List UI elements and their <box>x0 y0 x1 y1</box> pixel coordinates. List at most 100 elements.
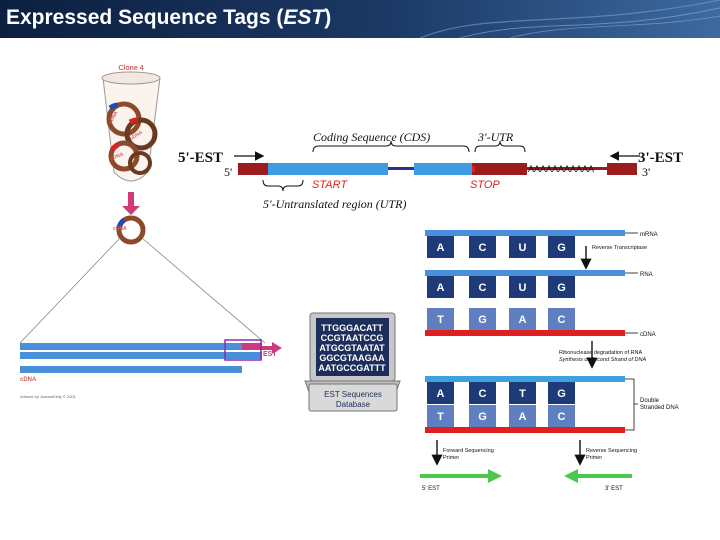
base-letter: G <box>557 388 566 400</box>
rev-primer-label-1: Reverse Sequencing <box>586 448 637 454</box>
base-tile <box>548 382 575 404</box>
left-pink-segment <box>242 343 262 350</box>
transcript-diagram <box>238 163 637 175</box>
base-letter: T <box>519 388 526 400</box>
base-letter: U <box>519 282 527 294</box>
base-tile <box>509 276 536 298</box>
base-tile <box>469 308 496 330</box>
base-tile <box>509 308 536 330</box>
single-cdna-insert <box>116 217 126 229</box>
cdna-label: cDNA <box>640 332 656 338</box>
utr3-brace <box>474 140 526 153</box>
left-cdna-bar <box>20 366 242 373</box>
right-est3-label: 3' EST <box>605 486 623 492</box>
est-highlight-box <box>224 339 262 361</box>
est5-primer-bar <box>420 474 488 478</box>
est-database <box>304 312 401 412</box>
base-letter: A <box>519 411 527 423</box>
db-seq-5: AATGCCGATTT <box>318 363 386 373</box>
mrna-strand <box>425 230 625 236</box>
start-label: START <box>312 179 348 191</box>
fwd-primer-label-1: Forward Sequencing <box>443 448 494 454</box>
base-tile <box>548 308 575 330</box>
utr3-label: 3'-UTR <box>477 130 514 144</box>
dsdna-label-2: Stranded DNA <box>640 405 679 411</box>
est3-primer-bar <box>578 474 632 478</box>
tube-arrow-shaft <box>128 192 134 206</box>
header-decoration <box>419 0 720 38</box>
base-tile <box>548 236 575 258</box>
db-label-1: EST Sequences <box>324 390 382 399</box>
db-seq-1: TTGGGACATT <box>321 323 383 333</box>
base-letter: C <box>479 242 487 254</box>
base-letter: A <box>437 282 445 294</box>
base-tile <box>548 276 575 298</box>
tube-cdna-label-3: cDNA <box>110 151 125 161</box>
left-blue-bar <box>20 343 242 350</box>
base-tile <box>469 276 496 298</box>
base-letter: C <box>558 314 566 326</box>
base-tile <box>509 405 536 427</box>
left-est-label: EST <box>263 351 277 358</box>
cds-label: Coding Sequence (CDS) <box>313 130 430 144</box>
base-letter: G <box>557 242 566 254</box>
db-label-2: Database <box>336 400 371 409</box>
base-letter: A <box>519 314 527 326</box>
base-tile <box>427 276 454 298</box>
base-letter: T <box>437 411 444 423</box>
cdna-strand <box>425 330 625 336</box>
rnase-label-1: Ribonuclease degradation of RNA <box>559 350 642 356</box>
dsdna-bracket <box>625 378 638 431</box>
left-cdna-label: cDNA <box>20 377 37 383</box>
base-tile <box>427 308 454 330</box>
base-tile <box>548 405 575 427</box>
base-letter: C <box>479 282 487 294</box>
zoom-line-right <box>141 237 266 344</box>
base-letter: C <box>479 388 487 400</box>
polya-label: AAAAAAAAAAA <box>528 164 594 174</box>
base-tile <box>509 236 536 258</box>
mrna-label: mRNA <box>640 232 658 238</box>
est3-primer-head <box>564 469 578 483</box>
clone-tube <box>101 71 161 182</box>
base-tile <box>427 405 454 427</box>
dsdna-bottom-strand <box>425 427 625 433</box>
base-letter: A <box>437 242 445 254</box>
base-letter: U <box>519 242 527 254</box>
base-letter: G <box>478 411 487 423</box>
clone-label: Clone 4 <box>118 65 143 72</box>
fwd-primer-label-2: Primer <box>443 455 459 461</box>
base-tile <box>469 236 496 258</box>
dsdna-top-strand <box>425 376 625 382</box>
utr5-brace <box>262 179 304 192</box>
cds-brace <box>312 140 470 153</box>
db-seq-3: ATGCGTAATAT <box>319 343 385 353</box>
est5-label: 5'-EST <box>178 150 223 166</box>
est3-label: 3'-EST <box>638 150 683 166</box>
end3-label: 3' <box>642 165 650 179</box>
end5-label: 5' <box>224 165 232 179</box>
base-letter: G <box>557 282 566 294</box>
artwork-credit: Artwork by JeanneKelly © 2001 <box>20 394 77 399</box>
single-cdna-label: cDNA <box>113 226 127 232</box>
db-seq-2: CCGTAATCCG <box>321 333 384 343</box>
tube-arrow-head <box>122 206 140 215</box>
page-title: Expressed Sequence Tags (EST) <box>6 6 332 29</box>
rna-strand <box>425 270 625 276</box>
left-blue-bar-lower <box>20 352 262 359</box>
base-tile <box>509 382 536 404</box>
rna-label: RNA <box>640 272 653 278</box>
rev-primer-label-2: Primer <box>586 455 602 461</box>
est5-primer-head <box>488 469 502 483</box>
utr5-label: 5'-Untranslated region (UTR) <box>263 197 406 211</box>
stop-label: STOP <box>470 179 500 191</box>
base-letter: T <box>437 314 444 326</box>
base-tile <box>427 382 454 404</box>
title-bar: Expressed Sequence Tags (EST) <box>0 0 720 38</box>
est-arrow-shaft <box>262 346 272 350</box>
base-letter: A <box>437 388 445 400</box>
base-letter: C <box>558 411 566 423</box>
db-seq-4: GGCGTAAGAA <box>319 353 385 363</box>
zoom-line-left <box>19 237 121 344</box>
